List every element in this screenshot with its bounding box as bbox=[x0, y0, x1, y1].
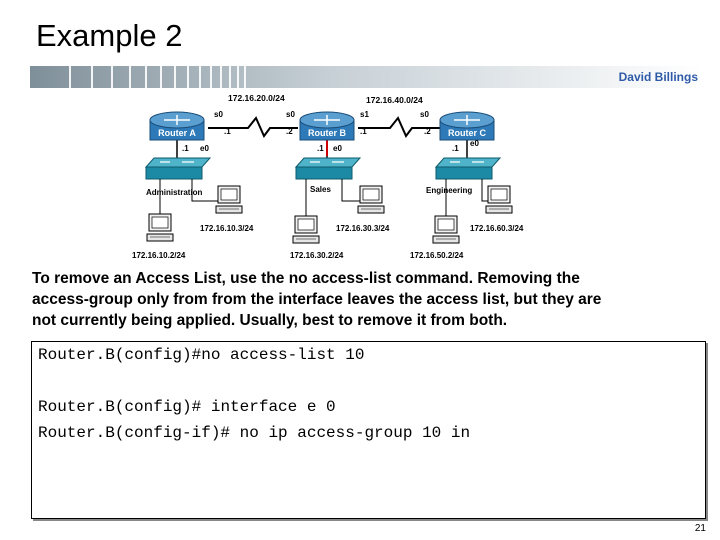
host-label: 172.16.60.3/24 bbox=[470, 224, 524, 233]
pc-icon-c2 bbox=[485, 185, 513, 214]
b-e0-ip: .1 bbox=[317, 144, 324, 153]
network-diagram: Router A Router B Router C 172.16.20.0/2… bbox=[132, 93, 524, 260]
a-e0-ip: .1 bbox=[182, 144, 189, 153]
description-line: To remove an Access List, use the no acc… bbox=[32, 270, 580, 287]
switch-c-label: Engineering bbox=[426, 186, 472, 195]
router-c-icon bbox=[439, 111, 495, 141]
page-number: 21 bbox=[694, 523, 706, 534]
c-s0-ip: .2 bbox=[424, 127, 431, 136]
pc-icon-a2 bbox=[215, 185, 243, 214]
b-s0-label: s0 bbox=[286, 110, 295, 119]
b-s0-ip: .2 bbox=[286, 127, 293, 136]
host-label: 172.16.30.3/24 bbox=[336, 224, 390, 233]
console-command: interface e 0 bbox=[201, 398, 336, 416]
a-s0-ip: .1 bbox=[224, 127, 231, 136]
host-label: 172.16.30.2/24 bbox=[290, 251, 344, 260]
description-text: To remove an Access List, use the no acc… bbox=[32, 268, 702, 331]
console-command: no access-list 10 bbox=[201, 346, 365, 364]
router-a-label: Router A bbox=[158, 128, 196, 138]
title-banner bbox=[30, 66, 702, 88]
switch-c-icon bbox=[434, 157, 502, 180]
pc-icon-b2 bbox=[357, 185, 385, 214]
b-s1-label: s1 bbox=[360, 110, 369, 119]
console-box: Router.B(config)#no access-list 10 Route… bbox=[31, 341, 706, 519]
host-label: 172.16.10.2/24 bbox=[132, 251, 186, 260]
router-b-icon bbox=[299, 111, 355, 141]
switch-a-label: Administration bbox=[146, 188, 203, 197]
switch-b-icon bbox=[294, 157, 362, 180]
router-b-label: Router B bbox=[308, 128, 347, 138]
description-line: access-group only from from the interfac… bbox=[32, 291, 602, 308]
console-prompt: Router.B(config)# bbox=[38, 346, 202, 364]
b-s1-ip: .1 bbox=[360, 127, 367, 136]
slide-title: Example 2 bbox=[36, 18, 183, 53]
author-name: David Billings bbox=[618, 70, 698, 84]
c-s0-label: s0 bbox=[420, 110, 429, 119]
host-label: 172.16.50.2/24 bbox=[410, 251, 464, 260]
description-line: not currently being applied. Usually, be… bbox=[32, 312, 508, 329]
console-prompt: Router.B(config)# bbox=[38, 398, 202, 416]
console-line: Router.B(config)#no access-list 10 bbox=[38, 346, 364, 364]
pc-icon-c1 bbox=[432, 215, 460, 244]
switch-a-icon bbox=[144, 157, 212, 180]
console-line: Router.B(config)# interface e 0 bbox=[38, 398, 336, 416]
network-label-ab: 172.16.20.0/24 bbox=[228, 93, 285, 103]
switch-b-label: Sales bbox=[310, 185, 331, 194]
serial-link-bc bbox=[358, 116, 440, 138]
a-e0-label: e0 bbox=[200, 144, 209, 153]
c-e0-ip: .1 bbox=[452, 144, 459, 153]
a-s0-label: s0 bbox=[214, 110, 223, 119]
network-label-bc: 172.16.40.0/24 bbox=[366, 95, 423, 105]
b-e0-label: e0 bbox=[333, 144, 342, 153]
serial-link-ab bbox=[208, 116, 298, 138]
host-label: 172.16.10.3/24 bbox=[200, 224, 254, 233]
pc-icon-b1 bbox=[292, 215, 320, 244]
c-e0-label: e0 bbox=[470, 139, 479, 148]
pc-icon-a1 bbox=[146, 213, 174, 242]
router-a-icon bbox=[149, 111, 205, 141]
console-command: no ip access-group 10 in bbox=[230, 424, 471, 442]
console-prompt: Router.B(config-if)# bbox=[38, 424, 231, 442]
console-line: Router.B(config-if)# no ip access-group … bbox=[38, 424, 470, 442]
router-c-label: Router C bbox=[448, 128, 487, 138]
